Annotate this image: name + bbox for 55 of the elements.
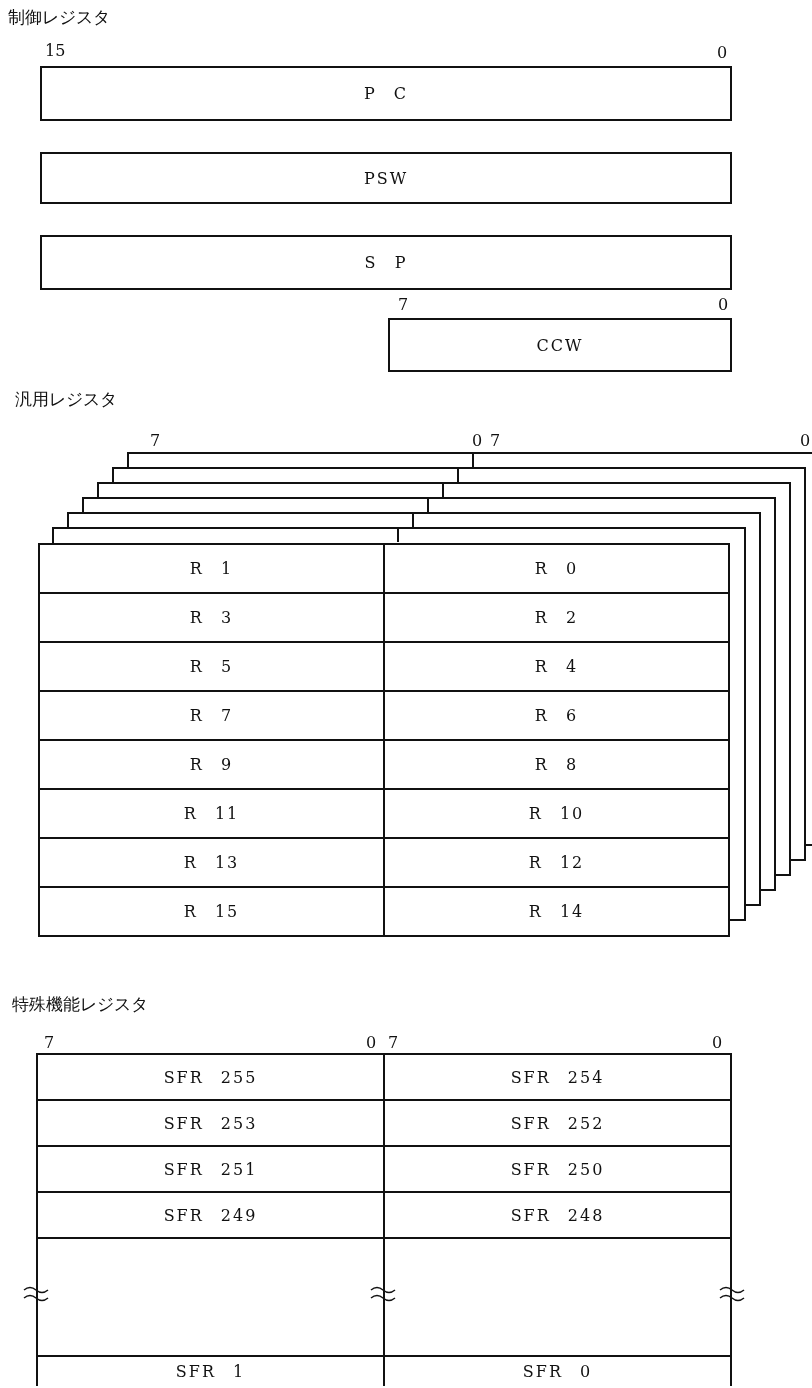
register-name: R 5 <box>189 657 234 676</box>
bit-number: 7 <box>398 296 409 314</box>
register-name: SFR 254 <box>510 1067 605 1087</box>
register-name: R 15 <box>183 902 240 921</box>
register-name: SFR 0 <box>522 1362 593 1381</box>
register-name: R 4 <box>534 657 579 676</box>
bit-number: 0 <box>800 432 811 450</box>
register-name: SFR 251 <box>163 1159 258 1179</box>
register-name: R 8 <box>534 755 579 774</box>
register-name: SFR 248 <box>510 1205 605 1225</box>
register-cell <box>38 886 385 937</box>
bit-number: 0 <box>366 1034 377 1052</box>
bit-number: 0 <box>718 296 729 314</box>
register-name: R 9 <box>189 755 234 774</box>
register-name: R 7 <box>189 706 234 725</box>
register-name: R 3 <box>189 608 234 627</box>
register-name: R 12 <box>528 853 585 872</box>
register-name: SFR 255 <box>163 1067 258 1087</box>
register-cell <box>383 886 730 937</box>
register-name: CCW <box>536 335 584 355</box>
register-name: R 10 <box>528 804 585 823</box>
register-name: R 14 <box>528 902 585 921</box>
bit-number: 7 <box>388 1034 399 1052</box>
bit-number: 0 <box>717 44 728 62</box>
register-cell <box>38 543 385 594</box>
register-cell <box>383 1053 732 1101</box>
register-name: R 13 <box>183 853 240 872</box>
register-name: R 6 <box>534 706 579 725</box>
bit-number: 15 <box>45 42 66 60</box>
register-cell <box>383 543 730 594</box>
bit-number: 0 <box>472 432 483 450</box>
register-name: SFR 250 <box>510 1159 605 1179</box>
register-name: SFR 253 <box>163 1113 258 1133</box>
section-heading: 制御レジスタ <box>8 8 110 26</box>
bit-number: 7 <box>44 1034 55 1052</box>
register-name: R 2 <box>534 608 579 627</box>
register-name: SFR 249 <box>163 1205 258 1225</box>
section-heading: 汎用レジスタ <box>15 390 117 408</box>
register-name: PSW <box>363 168 409 188</box>
bit-number: 7 <box>150 432 161 450</box>
register-cell <box>388 318 732 372</box>
register-cell <box>40 66 732 121</box>
register-name: R 11 <box>183 804 240 823</box>
register-name: R 0 <box>534 559 579 578</box>
section-heading: 特殊機能レジスタ <box>12 995 148 1013</box>
register-cell <box>40 235 732 290</box>
register-name: S P <box>364 253 408 272</box>
register-name: SFR 1 <box>175 1362 246 1381</box>
register-name: SFR 252 <box>510 1113 605 1133</box>
bit-number: 0 <box>712 1034 723 1052</box>
register-cell <box>40 152 732 204</box>
bit-number: 7 <box>490 432 501 450</box>
register-name: R 1 <box>189 559 234 578</box>
register-cell <box>36 1053 385 1101</box>
register-name: P C <box>363 84 409 103</box>
